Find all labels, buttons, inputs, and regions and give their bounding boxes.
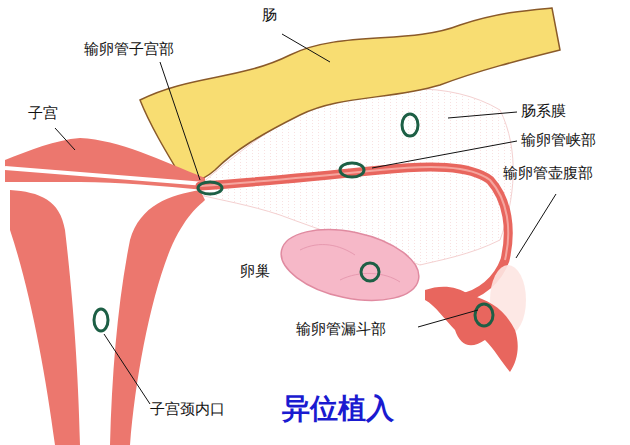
part-label: 输卵管峡部 — [521, 131, 596, 149]
ovary — [275, 218, 426, 312]
implant-marks — [94, 114, 493, 331]
part-label: 输卵管漏斗部 — [296, 320, 386, 338]
uterus-body — [5, 138, 205, 190]
leader-lines — [55, 34, 556, 404]
part-label: 子宫颈内口 — [150, 400, 225, 418]
intestine — [140, 8, 560, 180]
uterus-wall — [10, 190, 80, 445]
part-label: 肠 — [262, 6, 277, 24]
fimbriae — [425, 287, 518, 372]
part-label: 输卵管子宫部 — [84, 40, 174, 58]
figure-caption: 异位植入 — [282, 392, 394, 426]
part-label: 卵巢 — [240, 262, 270, 280]
part-label: 输卵管壶腹部 — [503, 164, 593, 182]
part-label: 子宫 — [28, 104, 58, 122]
part-label: 肠系膜 — [521, 102, 566, 120]
